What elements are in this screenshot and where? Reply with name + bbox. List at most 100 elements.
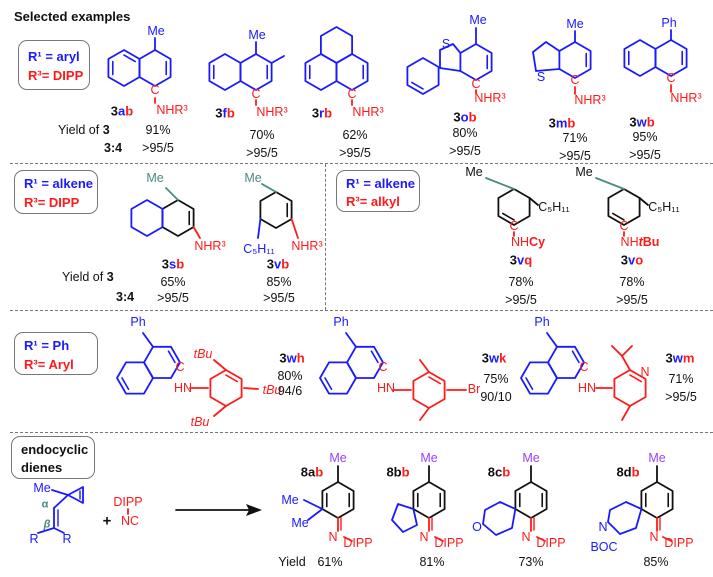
condition-box-alkene-dipp: R¹ = alkene R³= DIPP (14, 170, 98, 214)
aromatic-ring (259, 191, 293, 229)
amine-label: NHCy (510, 234, 546, 249)
condition-box-endocyclic-dienes: endocyclic dienes (11, 436, 95, 479)
carbon-label: C (347, 86, 357, 101)
section-divider (10, 432, 713, 433)
yield-value: 75% (483, 371, 509, 386)
ratio-value: 90/10 (480, 389, 512, 404)
yield-value: 71% (668, 371, 694, 386)
double-bond (571, 350, 580, 364)
compound-id-3rb: 3rb (311, 105, 333, 121)
imine-n: N (649, 529, 659, 544)
yield-label-text: Yield of (58, 123, 103, 137)
n-dipp-bond (343, 536, 353, 542)
compound-id-3vb: 3vb (266, 256, 290, 272)
ratio-value: >95/5 (142, 140, 174, 155)
condition-box-aryl: R¹ = aryl R³= DIPP (18, 40, 90, 90)
compound-id-3sb: 3sb (161, 256, 185, 272)
phenyl-bond (142, 332, 154, 348)
double-bond (611, 212, 625, 221)
compound-id-3ob: 3ob (453, 109, 477, 125)
carbon-label: C (579, 359, 589, 374)
gem-me: Me (291, 515, 309, 530)
saturated-ring (319, 26, 354, 64)
carbon-label: C (175, 359, 185, 374)
tbu-label: tBu (190, 414, 210, 429)
r-left-label: R (29, 531, 39, 546)
yield-value: 80% (277, 368, 303, 383)
section-divider-vertical (325, 164, 326, 310)
cyclohexane-ring (130, 199, 164, 237)
substituent-ph: Ph (333, 314, 349, 329)
condition-box-alkene-alkyl: R¹ = alkene R³= alkyl (336, 170, 420, 212)
amine-label: NHR³ (156, 102, 188, 117)
yield-row-label: Yield of 3 (62, 270, 114, 284)
double-bond (167, 350, 176, 364)
yield-value: 70% (249, 127, 275, 142)
compound-id-8bb: 8bb (386, 464, 410, 480)
double-bond (525, 377, 534, 391)
yield-value: 85% (266, 274, 292, 289)
section-divider (10, 163, 713, 164)
product-me: Me (329, 450, 347, 465)
yield-value: 85% (643, 554, 669, 569)
methyl-bond (595, 177, 625, 190)
ring (654, 39, 688, 77)
amine-label: NHR³ (474, 90, 506, 105)
phenyl-bond (345, 332, 357, 348)
methyl-bond (621, 405, 631, 421)
substituent-me: Me (566, 16, 584, 31)
ring (138, 49, 172, 87)
ratio-value: 94/6 (277, 383, 303, 398)
compound-id-3wh: 3wh (279, 350, 305, 366)
dipp-label: DIPP (664, 535, 694, 550)
yield-row-label: Yield (278, 554, 306, 569)
n-dipp-bond (536, 536, 546, 542)
carbon-label: C (471, 76, 481, 91)
substituent-me: Me (465, 164, 483, 179)
isocyanide-nc: NC (120, 513, 140, 528)
tbu-bond (213, 359, 227, 371)
alpha-label: α (41, 498, 49, 511)
figure-title: Selected examples (14, 9, 131, 24)
double-bond (324, 377, 333, 391)
product-me: Me (420, 450, 438, 465)
ratio-value: >95/5 (629, 147, 661, 162)
substituent-me: Me (248, 27, 266, 42)
c-n-bond (192, 226, 201, 239)
amine-label: NHtBu (620, 234, 660, 249)
carbon-label: C (378, 359, 388, 374)
thiophene-ring (532, 41, 560, 72)
yield-value: 91% (145, 122, 171, 137)
beta-label: β (43, 518, 51, 531)
section-divider (10, 310, 713, 311)
amine-label: NHR³ (670, 90, 702, 105)
methyl-bond (485, 177, 515, 190)
dipp-label: DIPP (536, 535, 566, 550)
yield-value: 80% (452, 125, 478, 140)
tbu-bond (213, 405, 227, 417)
naphthalene-ring (547, 345, 585, 379)
r1-label: R¹ = aryl (28, 49, 80, 64)
substituent-ph: Ph (130, 314, 146, 329)
compound-id-3vo: 3vo (620, 252, 644, 268)
r3-label: R³= alkyl (346, 194, 400, 209)
r3-label: R³= DIPP (28, 68, 84, 83)
compound-id-3fb: 3fb (215, 105, 235, 121)
box-line-1: endocyclic (21, 442, 89, 457)
yield-value: 81% (419, 554, 445, 569)
carbon-label: C (666, 70, 676, 85)
sulfur-label: S (441, 36, 451, 51)
ratio-row-label: 3:4 (104, 141, 123, 155)
methyl-bond (51, 489, 69, 496)
carbon-label: C (570, 72, 580, 87)
yield-row-label: Yield of 3 (58, 124, 110, 137)
ratio-row-label: 3:4 (116, 290, 135, 304)
cyclopentane-ring (391, 503, 418, 533)
yield-value: 61% (317, 554, 343, 569)
phenyl-bond (546, 332, 558, 348)
isopropyl-bond (621, 355, 631, 371)
ratio-value: >95/5 (157, 290, 189, 305)
yield-value: 78% (619, 274, 645, 289)
methyl-bond (419, 407, 430, 421)
